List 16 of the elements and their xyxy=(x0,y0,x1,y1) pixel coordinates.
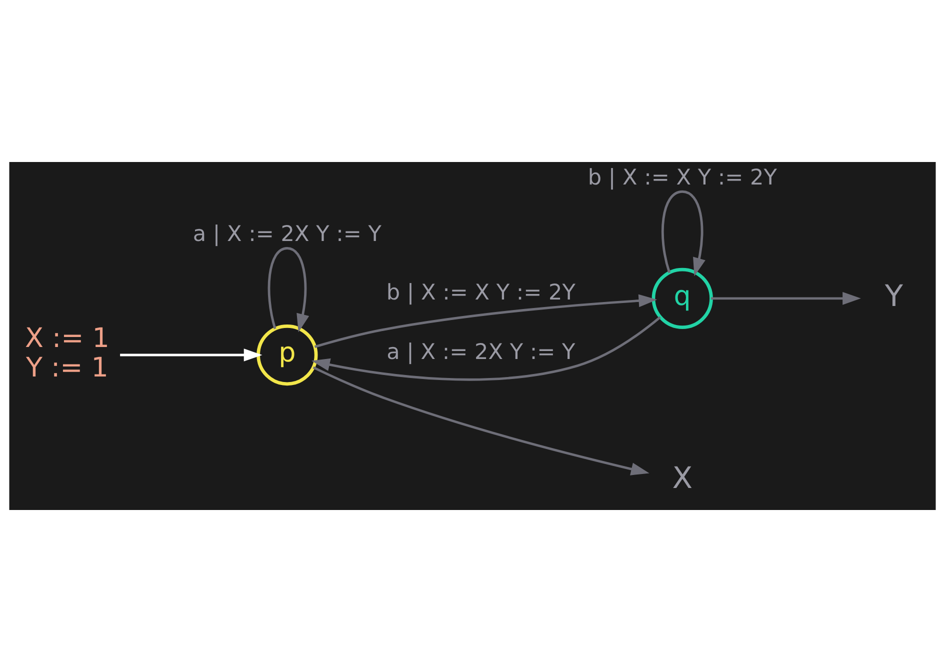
arrow xyxy=(711,292,861,305)
node-text: X := 1 Y := 1 xyxy=(25,322,110,384)
arrow xyxy=(120,348,262,362)
edge-label: a | X := 2X Y := Y xyxy=(192,222,382,248)
node-text: X xyxy=(672,460,693,495)
edge-label: b | X := X Y := 2Y xyxy=(588,166,777,191)
arrow xyxy=(312,316,661,381)
arrow xyxy=(662,190,706,276)
node-circle: p xyxy=(256,324,318,386)
node-circle: q xyxy=(652,268,713,329)
arrow xyxy=(314,294,658,348)
arrow xyxy=(268,247,310,332)
arrow xyxy=(312,366,650,476)
edge-label: b | X := X Y := 2Y xyxy=(386,280,576,306)
edge-label: a | X := 2X Y := Y xyxy=(386,340,576,365)
node-text: Y xyxy=(884,278,904,313)
